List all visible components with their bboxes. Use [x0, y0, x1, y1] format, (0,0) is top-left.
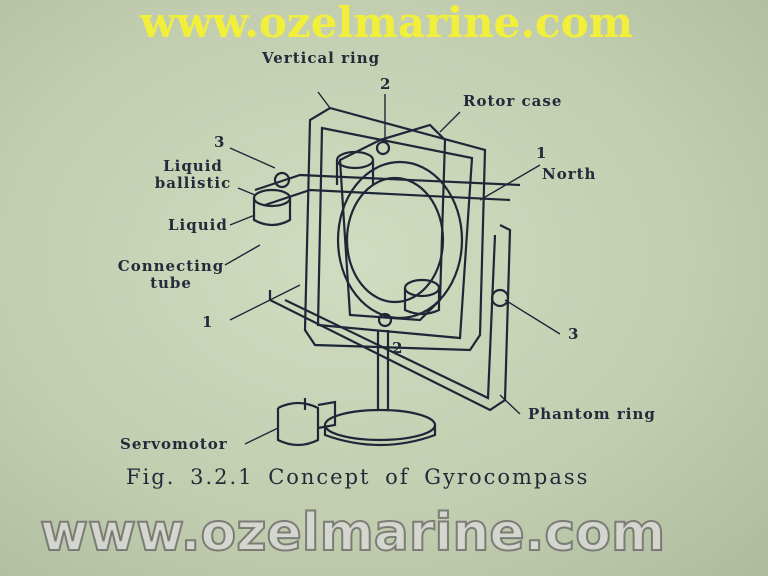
label-connecting-tube: Connecting tube	[117, 257, 225, 292]
label-liquid: Liquid	[168, 216, 228, 234]
label-north: North	[542, 165, 597, 183]
label-1-right: 1	[536, 144, 548, 162]
base-gear	[323, 408, 437, 442]
label-liquid-ballistic: Liquid ballistic	[154, 157, 232, 192]
label-2-bottom: 2	[392, 339, 404, 357]
label-2-top: 2	[380, 75, 392, 93]
watermark-yellow: www.ozelmarine.com	[140, 0, 634, 47]
label-rotor-case: Rotor case	[463, 92, 563, 110]
rotor	[336, 160, 464, 320]
label-servomotor: Servomotor	[120, 435, 228, 453]
phantom-ring	[268, 224, 512, 412]
rotor-case-ring	[338, 123, 447, 322]
servomotor	[276, 398, 337, 447]
figure-caption: Fig. 3.2.1 Concept of Gyrocompass	[126, 465, 590, 489]
label-1-left: 1	[202, 313, 214, 331]
label-3-left: 3	[214, 133, 226, 151]
label-3-right: 3	[568, 325, 580, 343]
watermark-diagonal: www.ozelmarine.com	[39, 502, 666, 564]
liquid-pot-right	[403, 278, 441, 298]
vertical-ring	[303, 106, 487, 352]
label-phantom-ring: Phantom ring	[528, 405, 656, 423]
label-vertical-ring: Vertical ring	[262, 49, 381, 67]
